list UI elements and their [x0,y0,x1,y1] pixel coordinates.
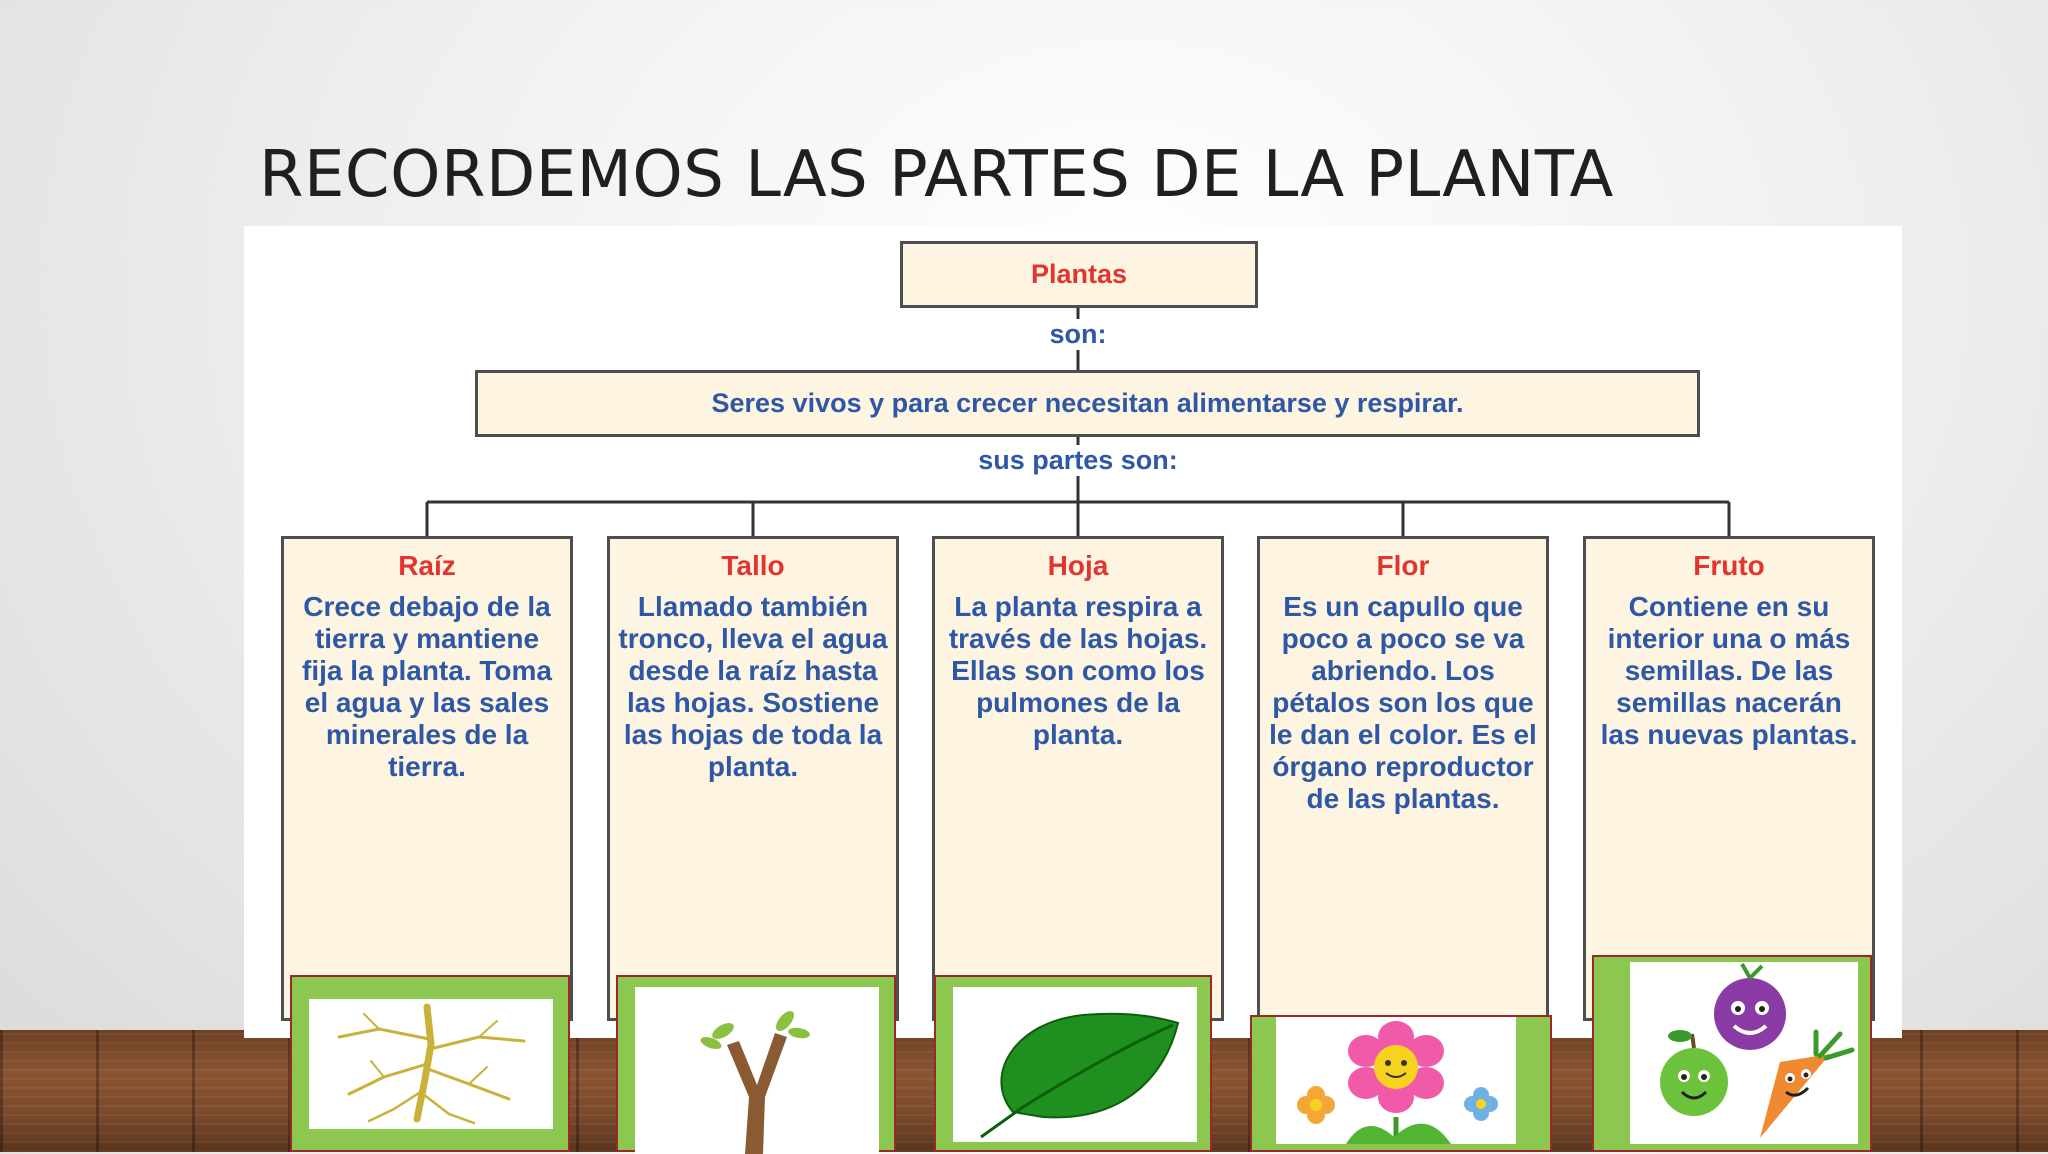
stem-image-frame [616,975,896,1154]
part-description: Crece debajo de la tierra y mantiene fij… [302,591,552,782]
part-box-fruto: Fruto Contiene en su interior una o más … [1583,536,1875,1021]
connector-label-partes: sus partes son: [970,445,1186,476]
flower-image-frame [1250,1015,1552,1152]
part-name: Flor [1376,550,1430,581]
part-box-raiz: Raíz Crece debajo de la tierra y mantien… [281,536,573,1021]
part-box-hoja: Hoja La planta respira a través de las h… [932,536,1224,1021]
part-description: Contiene en su interior una o más semill… [1600,591,1858,750]
part-name: Tallo [721,550,785,581]
root-box-plantas: Plantas [900,241,1258,308]
part-name: Raíz [398,550,456,581]
fruits-icon [1660,963,1855,1138]
part-description: Llamado también tronco, lleva el agua de… [618,591,888,782]
part-name: Fruto [1693,550,1765,581]
diagram-panel: Plantas son: Seres vivos y para crecer n… [244,226,1902,1038]
part-box-tallo: Tallo Llamado también tronco, lleva el a… [607,536,899,1021]
roots-icon [337,1003,526,1125]
flower-icon [1297,1021,1498,1144]
definition-box: Seres vivos y para crecer necesitan alim… [475,370,1700,437]
part-box-flor: Flor Es un capullo que poco a poco se va… [1257,536,1549,1021]
leaf-image-frame [934,975,1212,1152]
stem-icon [700,1011,810,1154]
roots-image-frame [290,975,570,1152]
fruits-image-frame [1592,955,1872,1152]
leaf-icon [980,1012,1180,1139]
connector-label-son: son: [1041,319,1115,350]
slide-title: RECORDEMOS LAS PARTES DE LA PLANTA [259,138,1614,212]
part-description: Es un capullo que poco a poco se va abri… [1269,591,1537,814]
part-name: Hoja [1047,550,1109,581]
part-description: La planta respira a través de las hojas.… [948,591,1208,750]
